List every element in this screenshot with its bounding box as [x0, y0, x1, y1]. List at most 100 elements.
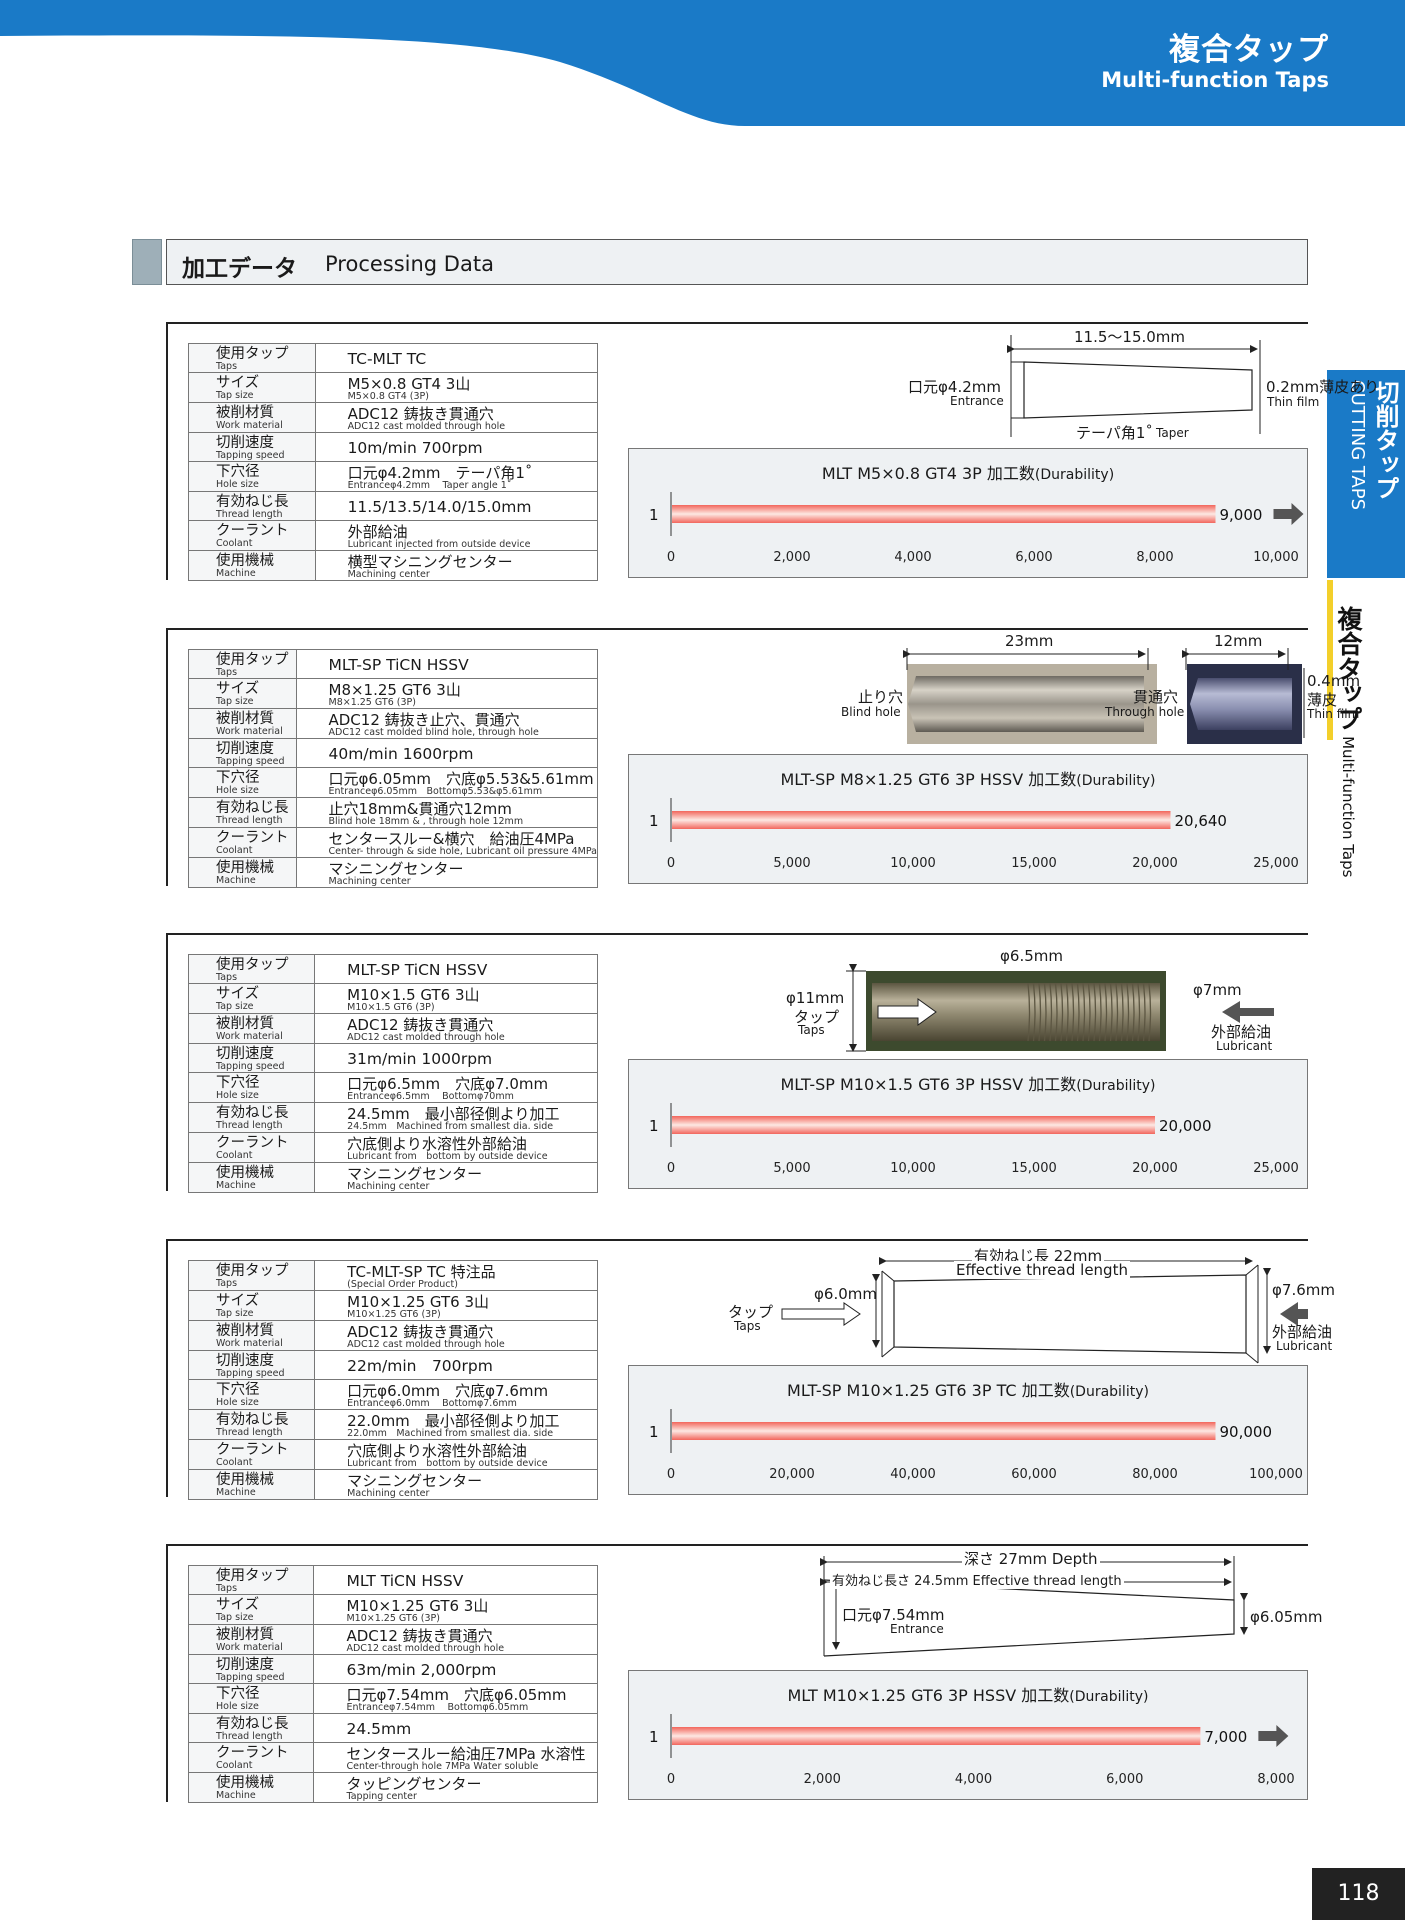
thread-crest [1038, 982, 1042, 1042]
chamfer [1245, 1352, 1259, 1364]
spec-label-jp: 下穴径 [216, 1382, 260, 1398]
spec-value-jp: MLT-SP TiCN HSSV [347, 961, 488, 979]
side-tab-cutting-taps[interactable] [1327, 370, 1405, 578]
section-title-jp: 加工データ [182, 256, 297, 282]
spec-label-en: Work material [216, 1642, 283, 1653]
through-hole-bore [1190, 678, 1292, 730]
spec-value-jp: マシニングセンター [347, 1165, 483, 1183]
block-left-rule [166, 628, 168, 886]
diagram-label: 貫通穴 [1133, 688, 1179, 706]
spec-label-en: Tap size [216, 1001, 254, 1012]
diagram-label: 薄皮 [1307, 691, 1338, 709]
spec-value-en: Lubricant from bottom by outside device [347, 1458, 548, 1469]
spec-label-en: Taps [216, 1278, 238, 1289]
thread-crest [1065, 982, 1069, 1042]
spec-value-en: Blind hole 18mm & , through hole 12mm [328, 816, 524, 827]
spec-label-jp: 使用機械 [216, 1165, 274, 1181]
thread-crest [1137, 982, 1141, 1042]
diagram-label: 有効ねじ長さ 24.5mm Effective thread length [830, 1570, 1124, 1589]
spec-value-en: Center-through hole 7MPa Water soluble [346, 1761, 539, 1772]
spec-value-jp: 24.5mm [346, 1720, 412, 1738]
x-tick-label: 6,000 [1106, 1772, 1143, 1787]
spec-label-en: Thread length [216, 1427, 283, 1438]
tap-direction-arrow [877, 998, 937, 1026]
diagram-drawing [820, 1556, 1248, 1657]
spec-value-jp: M5×0.8 GT4 3山 [347, 375, 471, 393]
x-tick-label: 0 [667, 1772, 675, 1787]
spec-value: 口元φ4.2mm テーパ角1˚Entranceφ4.2mm Taper angl… [314, 461, 599, 492]
x-tick-label: 15,000 [1011, 1161, 1057, 1176]
diagram-label: φ6.0mm [814, 1285, 877, 1303]
spec-label-jp: 下穴径 [216, 770, 260, 786]
spec-value-en: Center- through & side hole, Lubricant o… [328, 846, 598, 857]
diagram-label: Entrance [890, 1622, 944, 1636]
spec-value-jp: MLT TiCN HSSV [346, 1572, 464, 1590]
spec-value: 40m/min 1600rpm [295, 738, 598, 768]
chart-title-text: MLT M10×1.25 GT6 3P HSSV 加工数 [787, 1686, 1070, 1705]
chart-title-text: MLT-SP M10×1.5 GT6 3P HSSV 加工数 [780, 1075, 1077, 1094]
spec-value-en: M10×1.25 GT6 (3P) [347, 1309, 441, 1320]
spec-value: MLT TiCN HSSV [313, 1565, 598, 1595]
side-tab-sub-en: Multi-function Taps [1339, 736, 1357, 878]
bar-data-label: 90,000 [1220, 1423, 1273, 1441]
spec-label-jp: 切削速度 [216, 741, 274, 757]
side-tab-multi-function[interactable]: 複合タップ Multi-function Taps [1334, 606, 1363, 878]
spec-label-en: Work material [216, 1338, 283, 1349]
spec-value-jp: タッピングセンター [346, 1775, 482, 1793]
spec-value-en: ADC12 cast molded through hole [347, 1032, 505, 1043]
spec-value-jp: MLT-SP TiCN HSSV [328, 656, 469, 674]
spec-label-jp: 有効ねじ長 [216, 800, 289, 816]
diagram-label: Entrance [950, 394, 1004, 408]
thread-crest [1109, 982, 1113, 1042]
bar [672, 1422, 1216, 1440]
spec-value: MLT-SP TiCN HSSV [314, 954, 598, 984]
section-header [166, 239, 1308, 285]
spec-value-en: Tapping center [346, 1791, 417, 1802]
spec-label-en: Coolant [216, 538, 253, 549]
block-top-rule [166, 933, 1308, 935]
spec-value: 31m/min 1000rpm [314, 1043, 598, 1073]
diagram-label: Taps [798, 1023, 825, 1037]
chart-title: MLT M10×1.25 GT6 3P HSSV 加工数(Durability) [628, 1682, 1308, 1706]
spec-label-en: Work material [216, 1031, 283, 1042]
x-tick-label: 4,000 [955, 1772, 992, 1787]
spec-label-jp: 使用機械 [216, 553, 274, 569]
spec-value: MLT-SP TiCN HSSV [295, 649, 598, 679]
spec-label-en: Tap size [216, 1612, 254, 1623]
spec-value-en: ADC12 cast molded through hole [346, 1643, 505, 1654]
block-left-rule [166, 322, 168, 580]
bar [672, 505, 1216, 523]
x-tick-label: 0 [667, 1467, 675, 1482]
spec-label-en: Coolant [216, 1150, 253, 1161]
spec-label-jp: 使用タップ [216, 957, 289, 973]
diagram-label: 口元φ4.2mm [908, 378, 1001, 396]
spec-value-jp: 止穴18mm&貫通穴12mm [328, 800, 512, 818]
thread-crest [1104, 982, 1108, 1042]
